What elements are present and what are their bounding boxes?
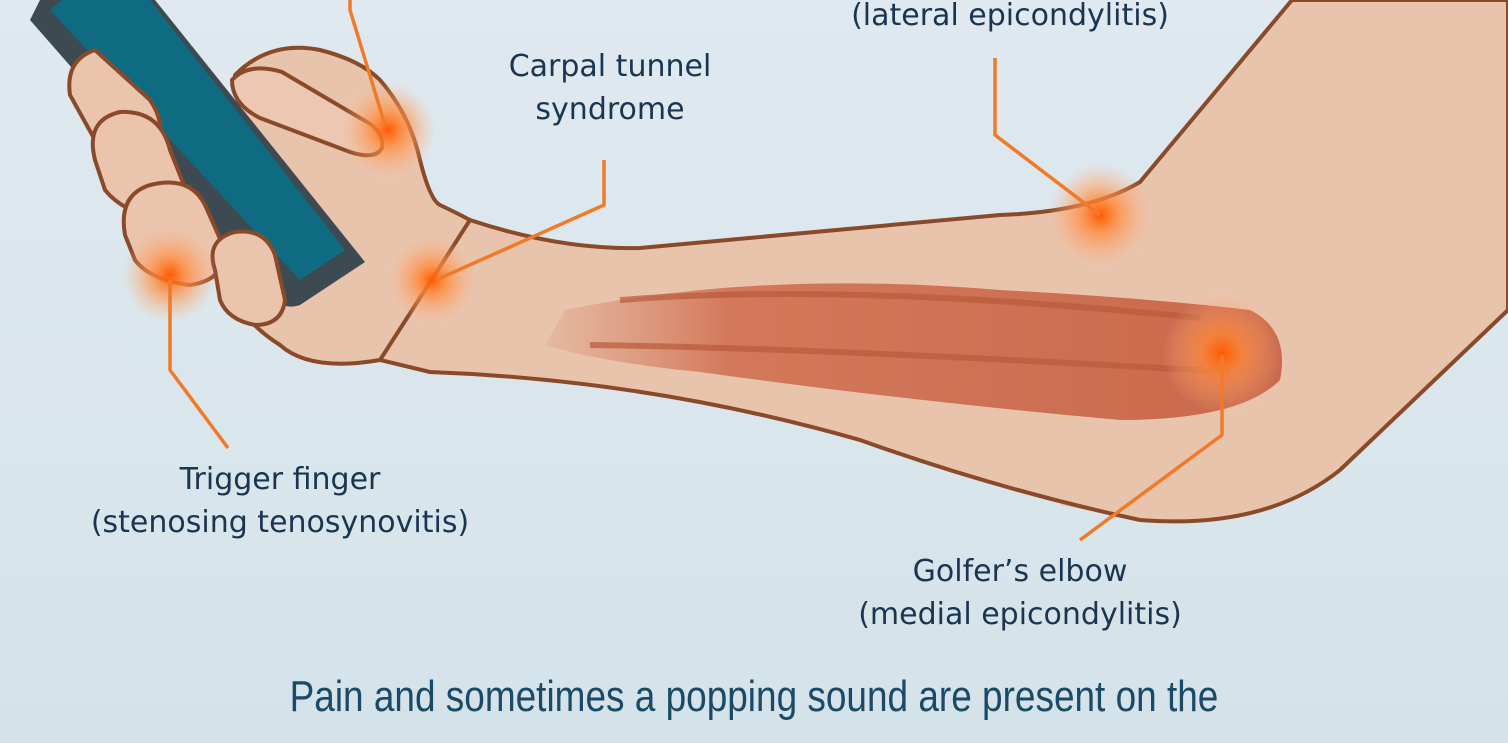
trigger-label-line1: Trigger finger	[20, 458, 540, 501]
trigger-label-line2: (stenosing tenosynovitis)	[20, 501, 540, 544]
footer-caption: Pain and sometimes a popping sound are p…	[121, 672, 1388, 722]
carpal-label-line2: syndrome	[440, 88, 780, 131]
lateral-label-line1: (lateral epicondylitis)	[770, 0, 1250, 37]
lateral-epicondylitis-label: (lateral epicondylitis)	[770, 0, 1250, 37]
carpal-label-line1: Carpal tunnel	[440, 45, 780, 88]
golfer-label-line2: (medial epicondylitis)	[760, 593, 1280, 636]
pain-spot-thumb	[340, 82, 436, 178]
carpal-tunnel-label: Carpal tunnel syndrome	[440, 45, 780, 131]
golfers-elbow-label: Golfer’s elbow (medial epicondylitis)	[760, 550, 1280, 636]
trigger-finger-label: Trigger finger (stenosing tenosynovitis)	[20, 458, 540, 544]
pain-spot-wrist	[388, 236, 476, 324]
golfer-label-line1: Golfer’s elbow	[760, 550, 1280, 593]
